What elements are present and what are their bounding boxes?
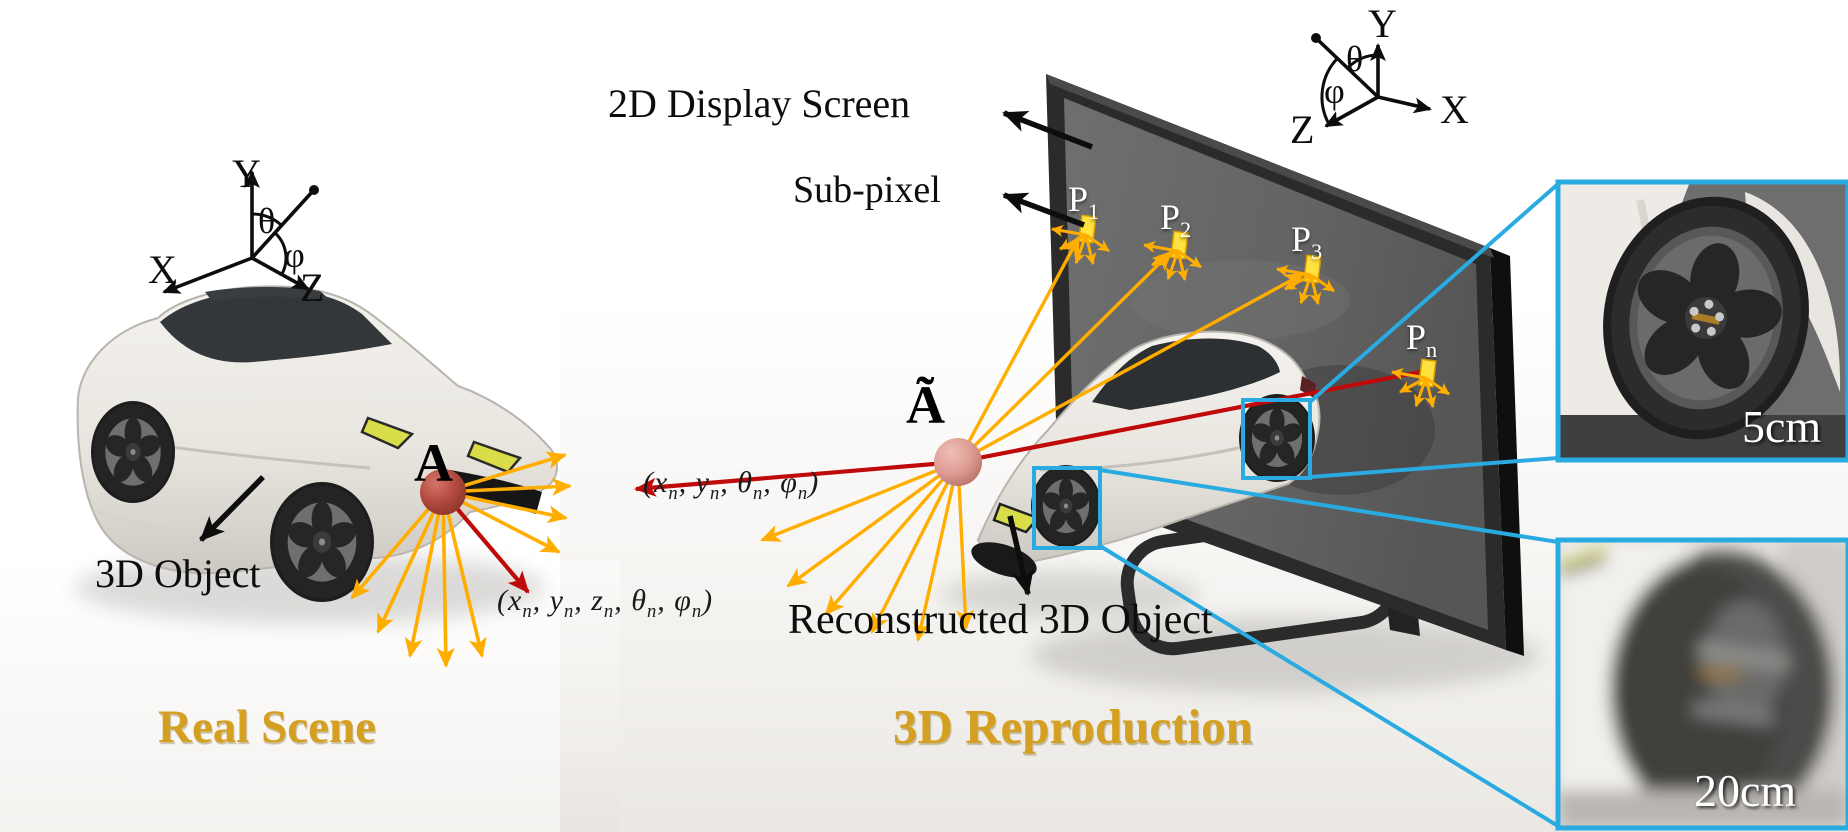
object-label-arrow	[199, 475, 265, 542]
point-a-label: A	[414, 433, 453, 493]
subpixel-label-arrow	[1002, 192, 1085, 228]
tv-top-edge	[1046, 74, 1494, 258]
point-a-tilde-sphere	[934, 438, 982, 486]
axis-left-theta: θ	[258, 201, 276, 241]
axis-left-phi: φ	[284, 235, 305, 275]
inset-5cm	[1555, 179, 1848, 463]
real-car-grille	[446, 470, 542, 514]
real-car-roof-panel	[205, 286, 330, 301]
axis-right-phi: φ	[1324, 71, 1345, 111]
ray-params-real: (xn, yn, zn, θn, φn)	[497, 584, 714, 622]
front-wheel-box	[1032, 466, 1102, 550]
tv-shadow	[1030, 617, 1540, 693]
reconstructed-label-arrow	[1007, 515, 1034, 596]
reconstructed-label: Reconstructed 3D Object	[788, 597, 1213, 643]
inset-5cm-border	[1555, 179, 1848, 463]
axes-left	[162, 170, 319, 294]
axis-right-x: X	[1440, 87, 1469, 132]
reconstructed-car-glass	[1092, 338, 1280, 410]
reproduction-rays	[760, 235, 1305, 642]
inset-20cm-caption: 20cm	[1694, 765, 1797, 816]
axis-right-y: Y	[1368, 1, 1397, 46]
subpixel-label: Sub-pixel	[793, 169, 941, 211]
label-arrows	[199, 110, 1093, 596]
axis-left-y: Y	[232, 151, 261, 196]
screen-label-arrow	[1002, 110, 1093, 150]
reconstructed-car-headlight	[992, 502, 1041, 534]
point-a-sphere	[420, 469, 466, 515]
tv-side-edge	[1490, 248, 1524, 656]
subpixel-label-p1: P1	[1068, 179, 1100, 225]
real-car-headlight-left	[360, 416, 415, 450]
subpixel-label-p2: P2	[1160, 197, 1192, 243]
real-car-glass	[160, 289, 392, 363]
axis-left-x: X	[148, 247, 177, 292]
subpixel-label-p3: P3	[1291, 219, 1323, 265]
point-a-tilde-label: Ã	[906, 375, 945, 435]
right-scene-title: 3D Reproduction	[893, 699, 1253, 754]
ray-params-repro: (xn, yn, θn, φn)	[643, 466, 820, 504]
subpixel-label-pn: Pn	[1406, 317, 1438, 363]
object-label: 3D Object	[95, 551, 261, 596]
magnifier-links	[1032, 182, 1560, 828]
inset-20cm-border	[1555, 537, 1848, 831]
inset-5cm-caption: 5cm	[1742, 401, 1822, 452]
sampled-ray-reproduction	[634, 369, 1421, 497]
screen-label: 2D Display Screen	[608, 81, 911, 126]
rear-wheel-box	[1241, 398, 1312, 480]
axis-right-z: Z	[1290, 107, 1315, 152]
axis-right-theta: θ	[1346, 39, 1364, 79]
axes-right	[1311, 33, 1432, 128]
left-scene-title: Real Scene	[158, 701, 376, 753]
inset-20cm	[1555, 537, 1848, 831]
